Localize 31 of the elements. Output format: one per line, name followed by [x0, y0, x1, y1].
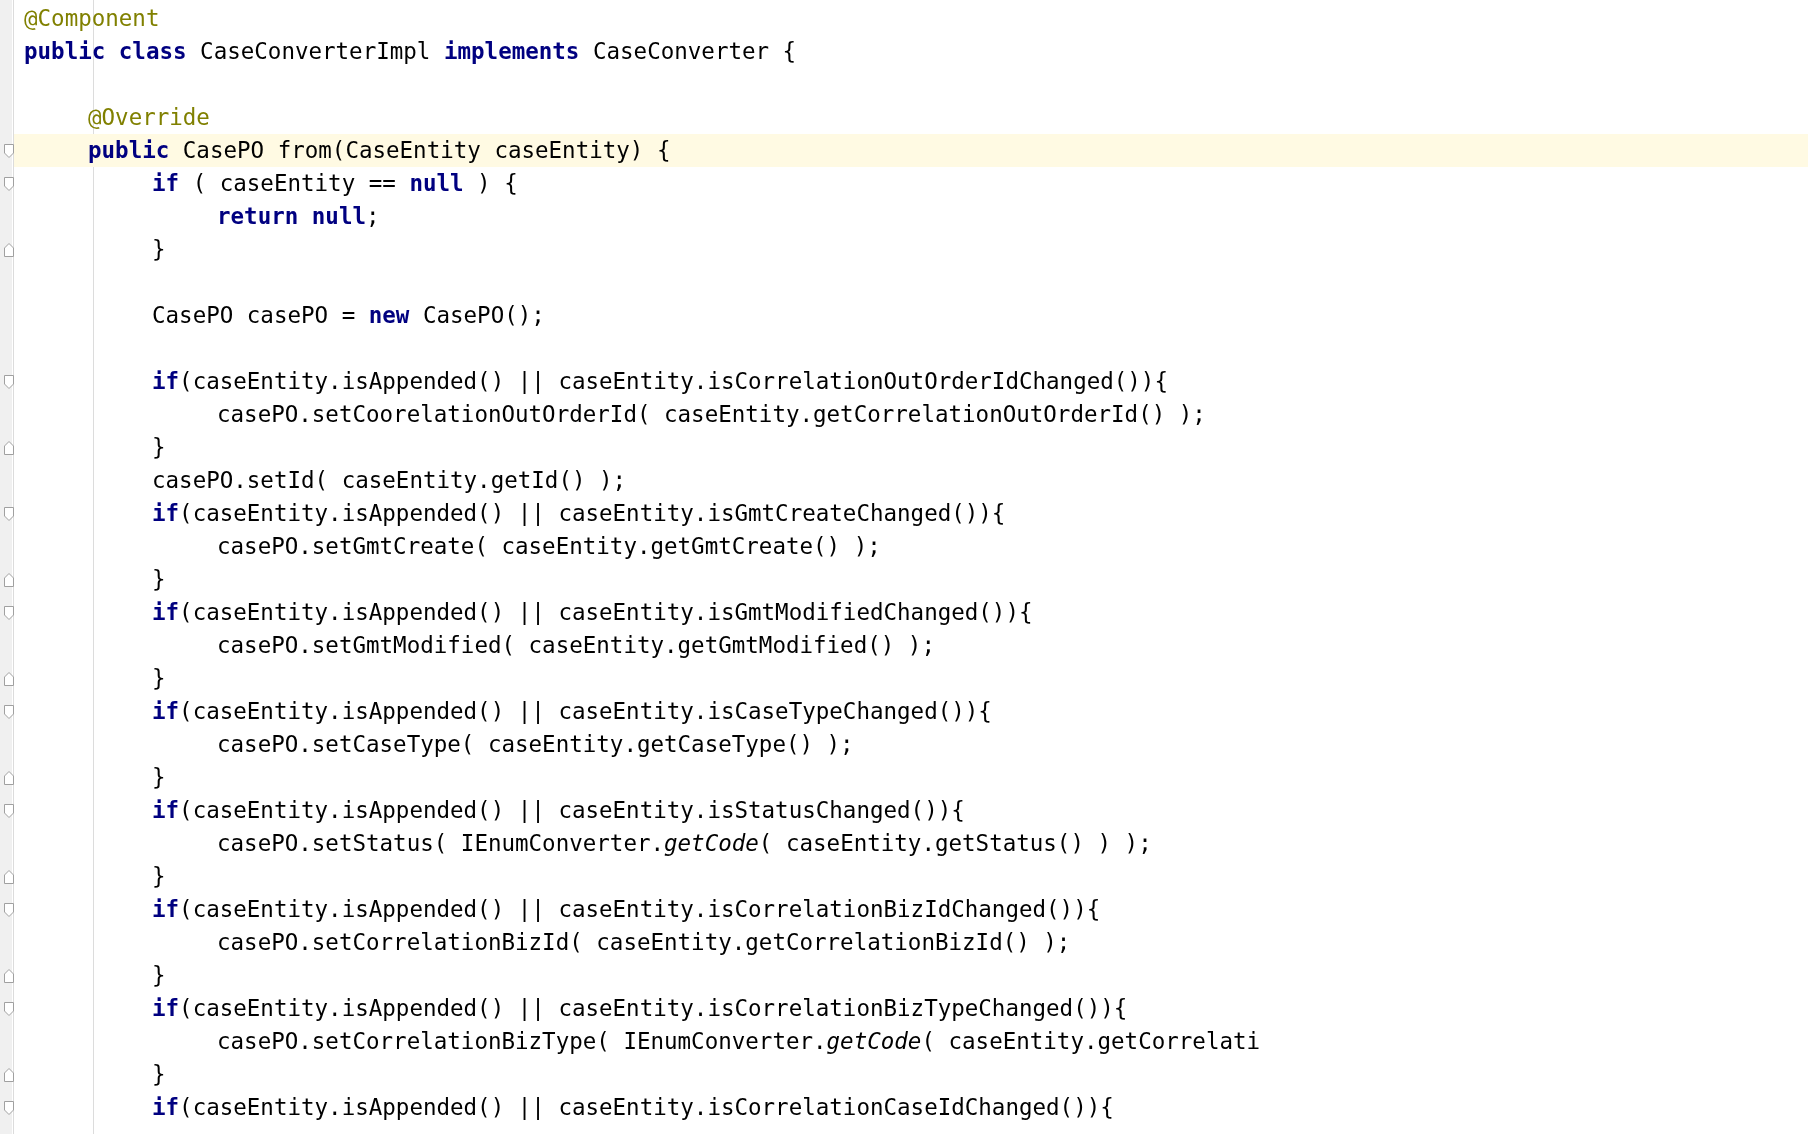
- code-line: casePO.setGmtCreate( caseEntity.getGmtCreate() );: [217, 532, 881, 561]
- code-line: casePO.setCorrelationBizType( IEnumConverter.getCode( caseEntity.getCorrelati: [217, 1027, 1261, 1056]
- code-line: if(caseEntity.isAppended() || caseEntity.isStatusChanged()){: [152, 796, 965, 825]
- code-line: CasePO casePO = new CasePO();: [152, 301, 545, 330]
- code-line: casePO.setCoorelationOutOrderId( caseEntity.getCorrelationOutOrderId() );: [217, 400, 1206, 429]
- code-line: }: [152, 961, 166, 990]
- code-line: if(caseEntity.isAppended() || caseEntity.isCorrelationBizIdChanged()){: [152, 895, 1101, 924]
- code-line: casePO.setGmtModified( caseEntity.getGmtModified() );: [217, 631, 935, 660]
- code-line: }: [152, 862, 166, 891]
- code-line: }: [152, 433, 166, 462]
- code-line: }: [152, 664, 166, 693]
- code-line: }: [152, 763, 166, 792]
- code-line: if(caseEntity.isAppended() || caseEntity.isCorrelationOutOrderIdChanged()){: [152, 367, 1168, 396]
- code-line: casePO.setId( caseEntity.getId() );: [152, 466, 627, 495]
- annotation-line: @Override: [88, 103, 210, 132]
- code-line: public CasePO from(CaseEntity caseEntity) {: [88, 136, 671, 165]
- code-line: if(caseEntity.isAppended() || caseEntity.isCaseTypeChanged()){: [152, 697, 992, 726]
- code-line: }: [152, 565, 166, 594]
- code-line: casePO.setCorrelationBizId( caseEntity.getCorrelationBizId() );: [217, 928, 1071, 957]
- annotation-line: @Component: [24, 4, 160, 33]
- code-line: casePO.setStatus( IEnumConverter.getCode( caseEntity.getStatus() ) );: [217, 829, 1152, 858]
- code-line: }: [152, 235, 166, 264]
- code-line: return null;: [217, 202, 380, 231]
- code-line: if ( caseEntity == null ) {: [152, 169, 518, 198]
- code-line: if(caseEntity.isAppended() || caseEntity.isGmtModifiedChanged()){: [152, 598, 1033, 627]
- code-line: public class CaseConverterImpl implements CaseConverter {: [24, 37, 797, 66]
- code-line: if(caseEntity.isAppended() || caseEntity.isGmtCreateChanged()){: [152, 499, 1006, 528]
- code-line: casePO.setCaseType( caseEntity.getCaseType() );: [217, 730, 854, 759]
- code-line: if(caseEntity.isAppended() || caseEntity.isCorrelationBizTypeChanged()){: [152, 994, 1128, 1023]
- code-line: if(caseEntity.isAppended() || caseEntity.isCorrelationCaseIdChanged()){: [152, 1093, 1114, 1122]
- code-line: }: [152, 1060, 166, 1089]
